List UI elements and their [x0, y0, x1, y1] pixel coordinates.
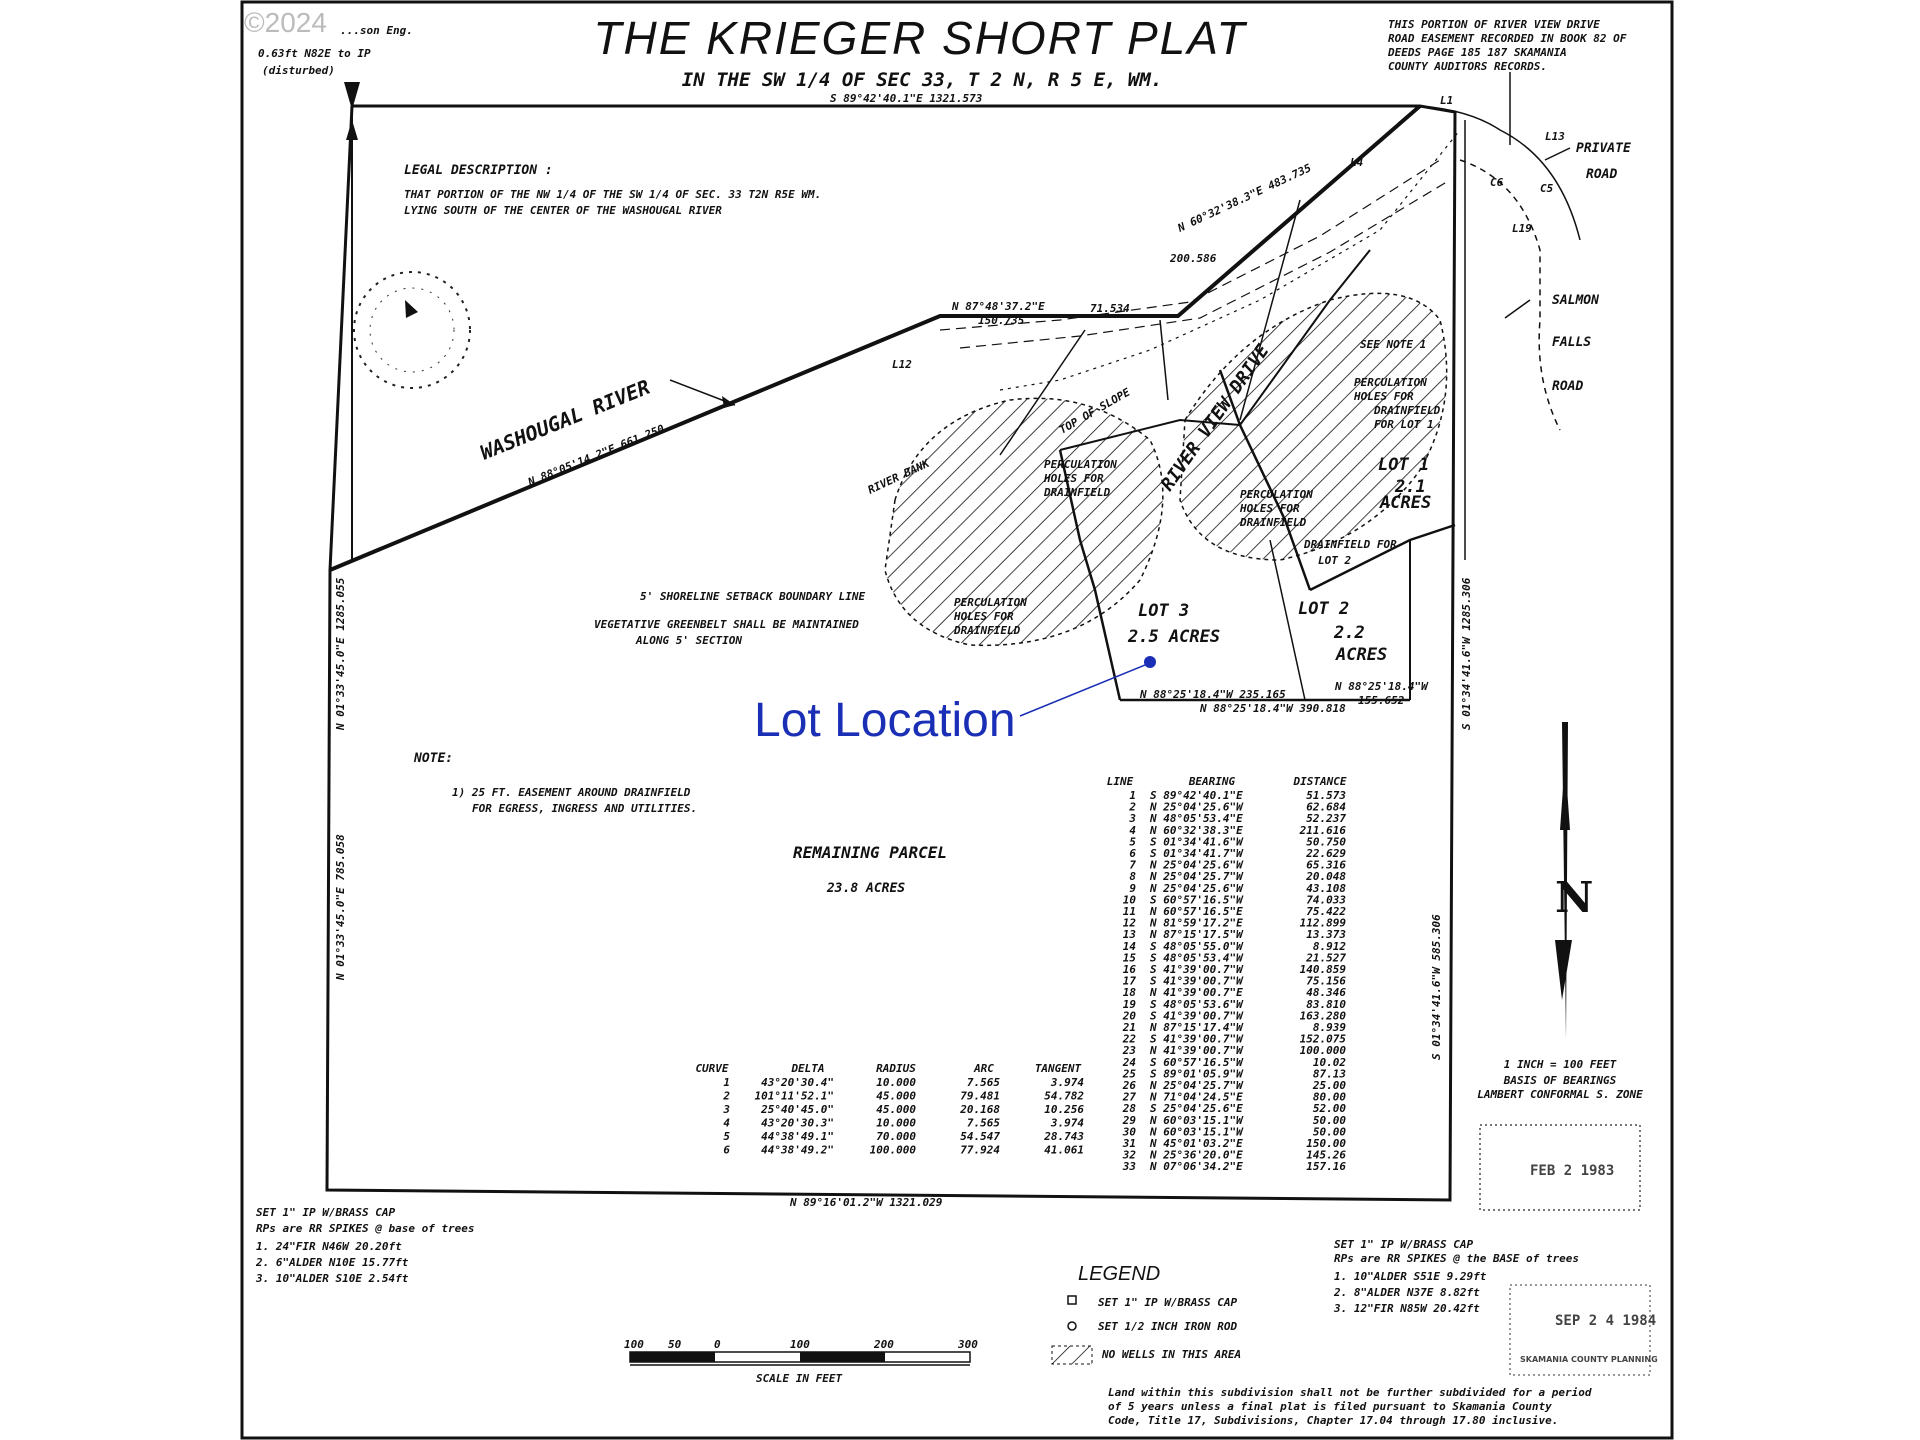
- top-note-1: THIS PORTION OF RIVER VIEW DRIVE: [1388, 18, 1600, 31]
- svg-text:N: N: [1555, 873, 1593, 922]
- watermark: ©2024: [244, 7, 327, 38]
- header-left-3: (disturbed): [262, 64, 335, 77]
- recording-stamp-2: [1509, 1284, 1651, 1376]
- top-note-3: DEEDS PAGE 185 187 SKAMANIA: [1387, 46, 1567, 59]
- top-note-2: ROAD EASEMENT RECORDED IN BOOK 82 OF: [1388, 32, 1627, 45]
- plat-title: THE KRIEGER SHORT PLAT: [593, 12, 1247, 64]
- sheet-frame: [240, 0, 1674, 1440]
- header-left-2: 0.63ft N82E to IP: [258, 47, 371, 60]
- parcel-boundary: [325, 104, 1457, 1202]
- recording-stamp-1: [1479, 1124, 1641, 1211]
- scale-bar: [629, 1351, 971, 1366]
- north-arrow-icon: N: [1555, 722, 1593, 1040]
- top-note-4: COUNTY AUDITORS RECORDS.: [1388, 60, 1547, 73]
- header-left-1: ...son Eng.: [340, 24, 413, 37]
- lot-location-dot: [1144, 656, 1156, 668]
- no-well-area-east: [1179, 292, 1448, 561]
- plat-subtitle: IN THE SW 1/4 OF SEC 33, T 2 N, R 5 E, W…: [682, 69, 1162, 91]
- river-boundary: [329, 104, 1422, 572]
